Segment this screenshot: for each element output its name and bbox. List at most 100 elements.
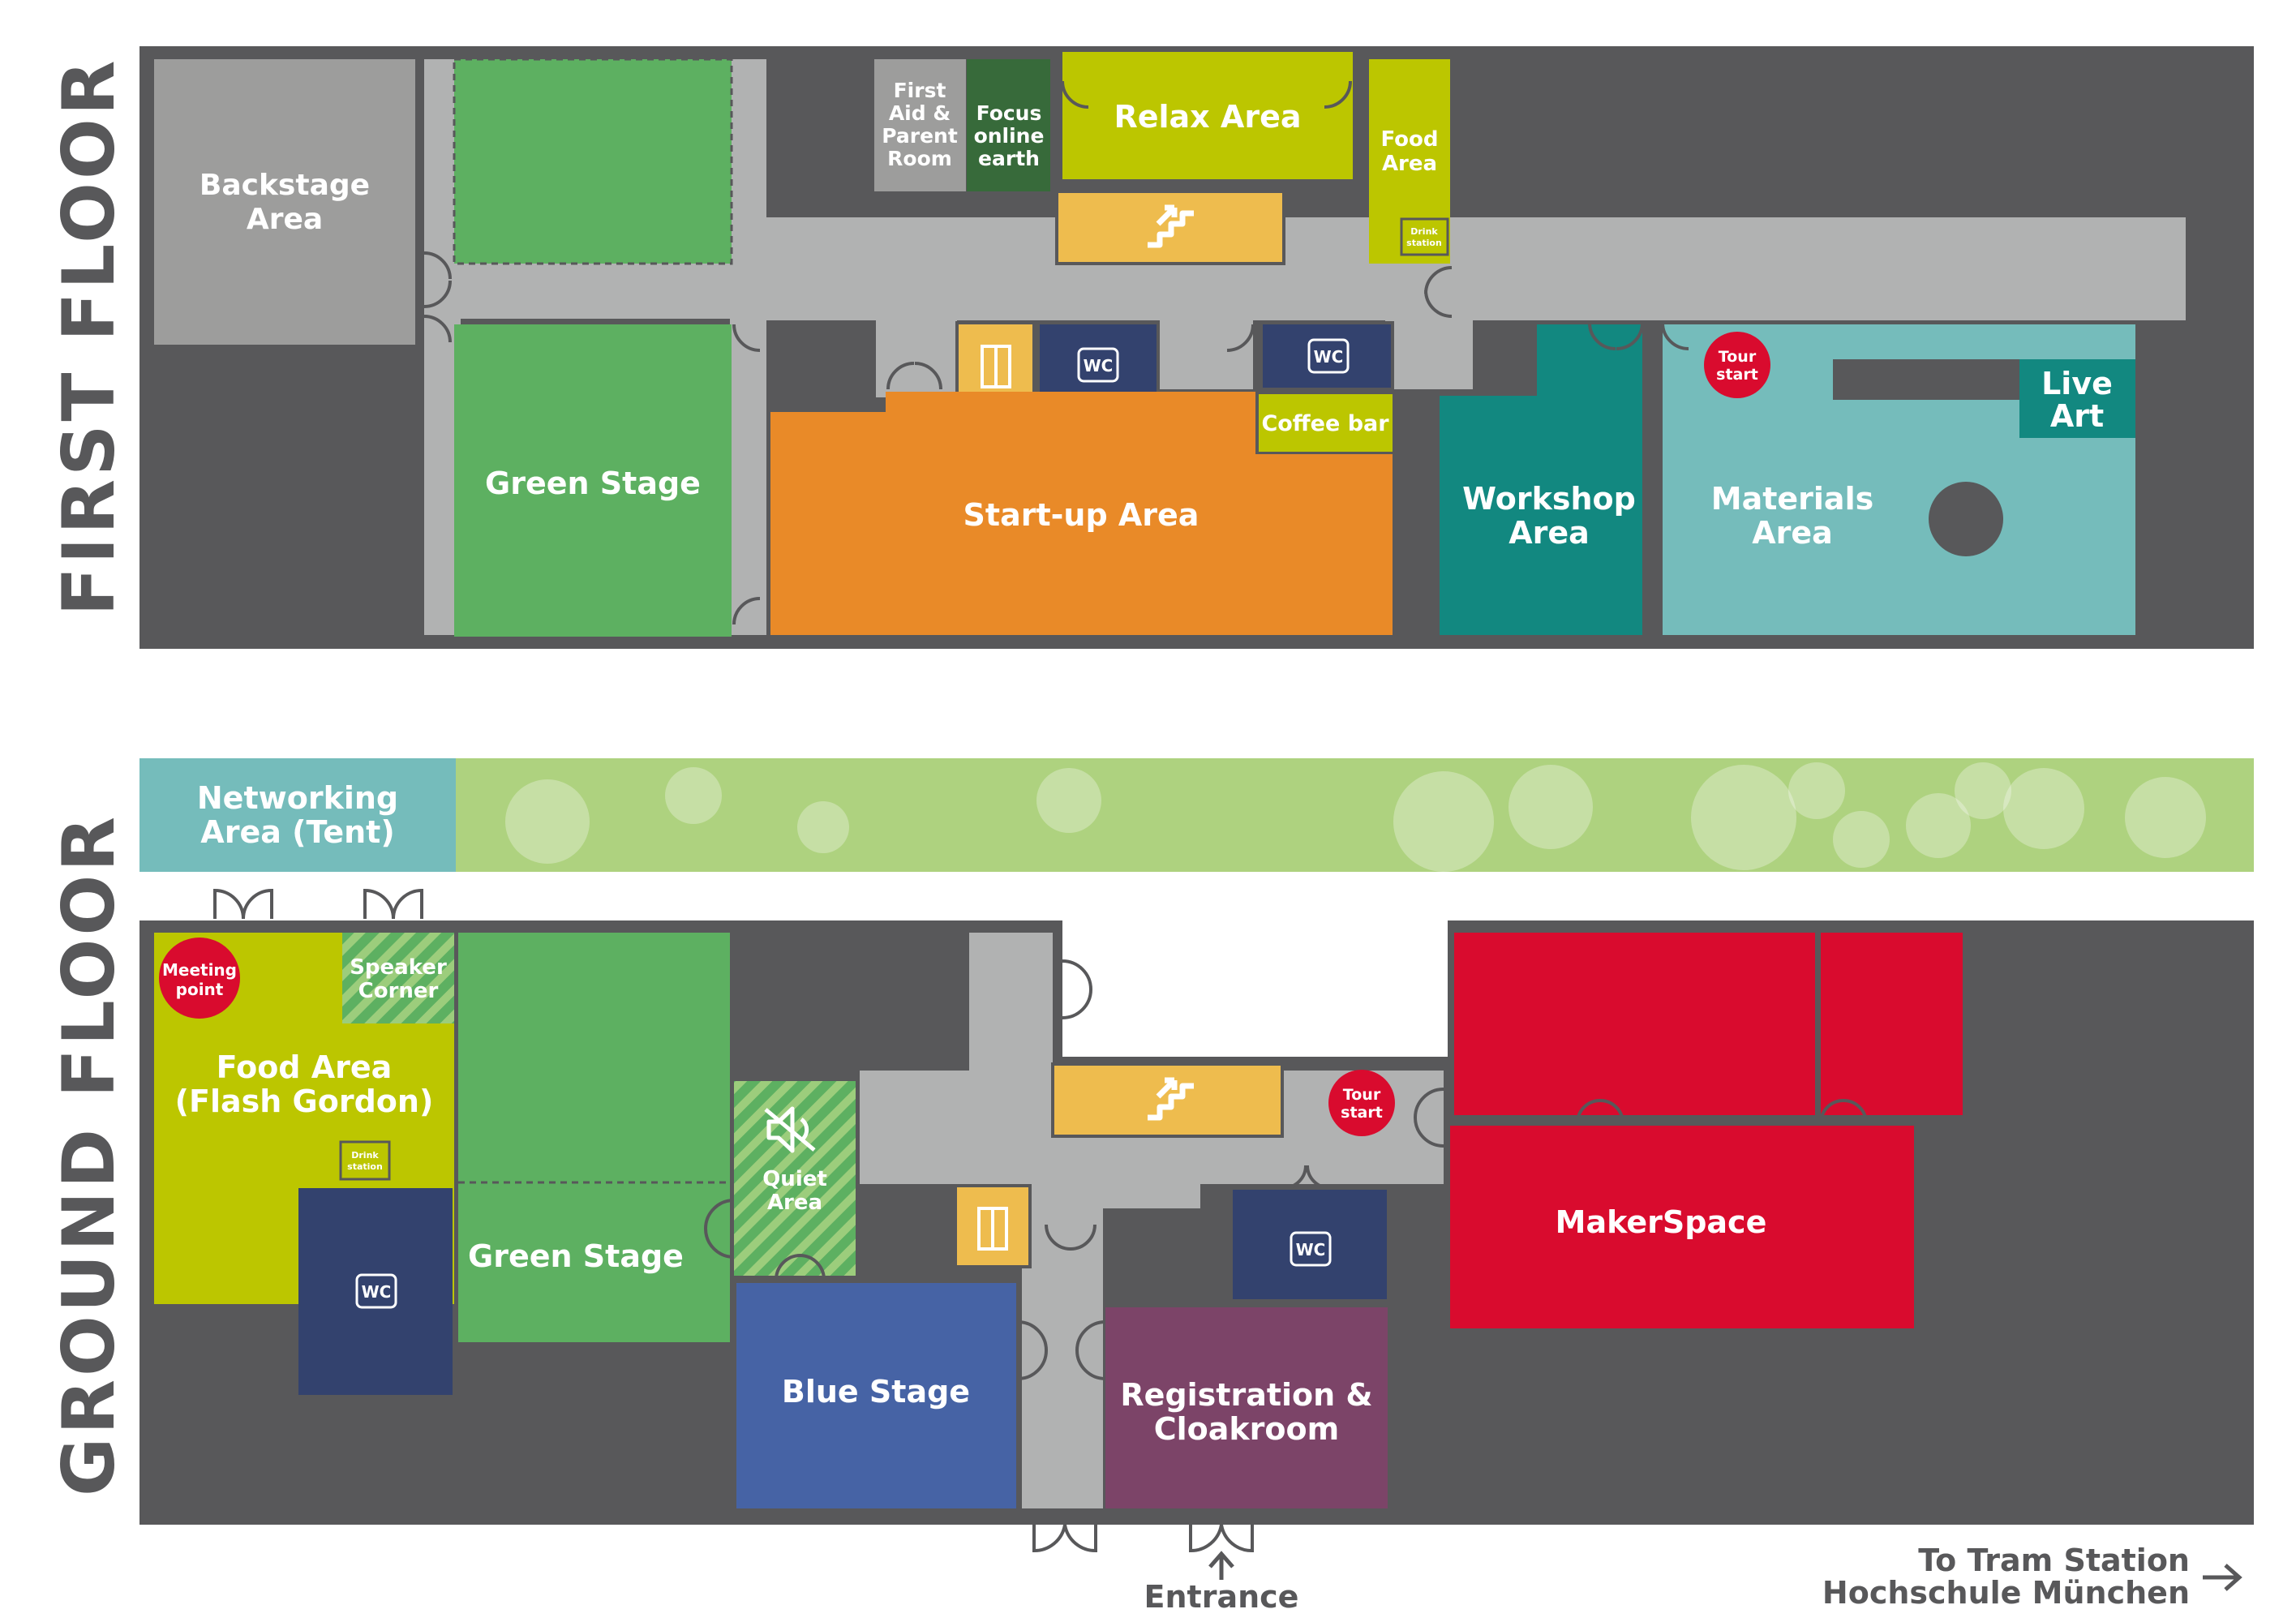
first-floor-elevator-icon: [981, 345, 1011, 388]
svg-text:Registration &Cloakroom: Registration &Cloakroom: [1120, 1377, 1372, 1447]
meeting-line1: Meeting: [162, 960, 237, 980]
green-stage-upper-outline: [453, 58, 733, 265]
first-green-stage-label: Green Stage: [485, 466, 701, 501]
ground-drink-station[interactable]: [339, 1140, 391, 1181]
focus-label-line1: Focus: [976, 101, 1042, 125]
quiet-area[interactable]: [734, 1081, 856, 1276]
ground-drink-line2: station: [347, 1161, 383, 1172]
first-tour-line1: Tour: [1719, 348, 1757, 366]
svg-text:Food Area(Flash Gordon): Food Area(Flash Gordon): [175, 1049, 434, 1119]
entrance-label: Entrance: [1144, 1579, 1299, 1615]
registration-label-line1: Registration &: [1120, 1377, 1372, 1413]
entrance-marker[interactable]: Entrance: [1144, 1551, 1299, 1615]
ground-floor-wc-1-icon: [355, 1273, 397, 1309]
makerspace-room-1[interactable]: [1454, 933, 1815, 1115]
tram-arrow-icon: [2203, 1564, 2242, 1591]
materials-display-wall: [1833, 359, 2028, 400]
networking-label-line1: Networking: [197, 780, 398, 816]
startup-area-room[interactable]: [770, 392, 1393, 635]
tram-label-line1: To Tram Station: [1918, 1543, 2190, 1578]
networking-area-tent[interactable]: [139, 758, 456, 872]
ground-tour-line2: start: [1341, 1104, 1383, 1122]
workshop-area-room[interactable]: [1440, 324, 1642, 635]
ground-food-label-line2: (Flash Gordon): [175, 1083, 434, 1119]
focus-room[interactable]: [967, 59, 1050, 191]
green-stage-upper-room[interactable]: [454, 59, 732, 264]
backstage-area-room[interactable]: [154, 59, 415, 345]
mute-icon: [764, 1106, 816, 1153]
coffee-bar-label: Coffee bar: [1261, 411, 1389, 436]
first-drink-station[interactable]: [1400, 217, 1449, 256]
green-stage-ground-floor[interactable]: [458, 933, 730, 1342]
ground-tour-start-marker[interactable]: [1328, 1070, 1395, 1136]
first-tour-start-marker[interactable]: [1704, 332, 1770, 398]
speaker-corner[interactable]: [342, 933, 454, 1023]
registration-cloakroom[interactable]: [1105, 1307, 1388, 1508]
first-floor-title: FIRST FLOOR: [47, 57, 131, 616]
relax-area-label: Relax Area: [1114, 99, 1301, 135]
ground-floor-wc-2-icon: [1290, 1231, 1332, 1267]
materials-column: [1929, 482, 2003, 556]
first-aid-room[interactable]: [874, 59, 966, 191]
entrance-arrow-icon: [1208, 1551, 1234, 1580]
first-aid-label-line3: Parent: [882, 124, 958, 148]
ground-floor-stairs-icon: [1148, 1077, 1194, 1121]
first-wc-1-label: WC: [1084, 356, 1114, 375]
relax-area-room[interactable]: [1062, 52, 1353, 179]
focus-label-line2: online: [974, 124, 1045, 148]
focus-label-line3: earth: [978, 147, 1040, 170]
first-floor-corridors: [424, 59, 2186, 635]
speaker-label-line1: Speaker: [350, 955, 447, 980]
ground-floor-wc-1[interactable]: [298, 1188, 453, 1395]
startup-area-label: Start-up Area: [963, 497, 1199, 533]
materials-label-line2: Area: [1752, 515, 1833, 551]
meeting-point-marker[interactable]: [159, 938, 240, 1019]
backstage-label-line1: Backstage: [200, 169, 370, 202]
garden-trees: [505, 762, 2206, 872]
first-aid-label-line4: Room: [887, 147, 952, 170]
first-floor-wc-1-icon: [1077, 347, 1119, 383]
first-floor-wc-2[interactable]: [1260, 321, 1394, 391]
ground-floor-stairs[interactable]: [1051, 1062, 1284, 1138]
ground-floor-wc-2[interactable]: [1233, 1190, 1387, 1299]
green-stage-first-floor[interactable]: [454, 324, 732, 637]
first-wc-2-label: WC: [1314, 347, 1344, 367]
blue-stage-room[interactable]: [736, 1283, 1016, 1508]
first-drink-line2: station: [1406, 238, 1442, 248]
quiet-label-line1: Quiet: [762, 1167, 827, 1191]
makerspace-main[interactable]: [1450, 1126, 1914, 1328]
ground-floor-doors: [213, 888, 1868, 1553]
first-food-label-line2: Area: [1382, 152, 1437, 176]
live-art-room[interactable]: [2019, 359, 2135, 438]
registration-label-line2: Cloakroom: [1154, 1411, 1339, 1447]
networking-label-line2: Area (Tent): [200, 814, 394, 850]
makerspace-room-2[interactable]: [1821, 933, 1963, 1115]
first-floor-wc-2-icon: [1307, 338, 1350, 374]
ground-green-stage-label: Green Stage: [468, 1238, 684, 1274]
workshop-label-line2: Area: [1508, 515, 1590, 551]
tram-label-line2: Hochschule München: [1822, 1575, 2190, 1611]
ground-wc-1-label: WC: [362, 1282, 392, 1302]
materials-label-line1: Materials: [1711, 481, 1873, 517]
ground-floor-title: GROUND FLOOR: [47, 813, 131, 1496]
backstage-label-line2: Area: [247, 203, 323, 236]
first-floor-doors: [423, 80, 1689, 625]
ground-wc-2-label: WC: [1296, 1240, 1326, 1259]
ground-food-label-line1: Food Area: [217, 1049, 393, 1085]
coffee-bar[interactable]: [1259, 394, 1393, 452]
